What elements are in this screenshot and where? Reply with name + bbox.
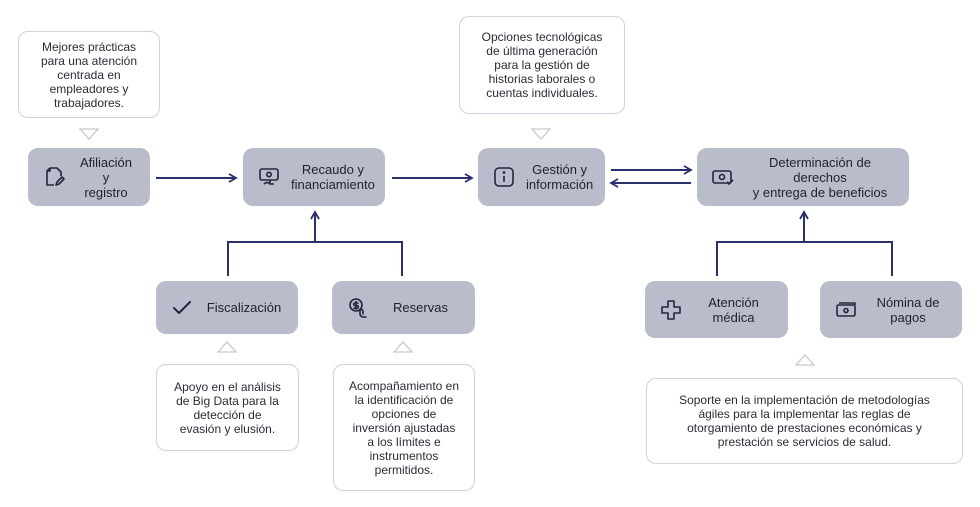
note-determinacion: Soporte en la implementación de metodolo… — [646, 378, 963, 464]
node-determinacion-derechos: Determinación de derechos y entrega de b… — [697, 148, 909, 206]
pointer-triangle-icon — [79, 128, 99, 140]
node-afiliacion-registro: Afiliación y registro — [28, 148, 150, 206]
medical-cross-icon — [659, 298, 683, 322]
bracket-left-to-recaudo — [227, 241, 403, 276]
node-fiscalizacion: Fiscalización — [156, 281, 298, 334]
node-label: Determinación de derechos y entrega de b… — [752, 154, 888, 200]
note-fiscalizacion: Apoyo en el análisis de Big Data para la… — [156, 364, 299, 451]
document-edit-icon — [42, 165, 66, 189]
info-icon — [492, 165, 516, 189]
pointer-triangle-icon — [393, 341, 413, 353]
node-label: Nómina de pagos — [876, 294, 940, 325]
node-label: Gestión y información — [526, 162, 594, 192]
note-afiliacion: Mejores prácticas para una atención cent… — [18, 31, 160, 118]
node-nomina-pagos: Nómina de pagos — [820, 281, 962, 338]
node-label: Recaudo y financiamiento — [291, 162, 375, 192]
pointer-triangle-icon — [531, 128, 551, 140]
node-label: Afiliación y registro — [79, 154, 133, 200]
coin-hand-icon — [346, 296, 370, 320]
node-recaudo-financiamiento: Recaudo y financiamiento — [243, 148, 385, 206]
pointer-triangle-icon — [795, 354, 815, 366]
checkmark-icon — [170, 296, 194, 320]
node-gestion-informacion: Gestión y información — [478, 148, 605, 206]
money-hand-icon — [257, 165, 281, 189]
cash-check-icon — [711, 165, 735, 189]
node-label: Reservas — [393, 300, 448, 315]
note-gestion: Opciones tecnológicas de última generaci… — [459, 16, 625, 114]
note-reservas: Acompañamiento en la identificación de o… — [333, 364, 475, 491]
node-label: Atención médica — [708, 294, 759, 325]
banknote-icon — [834, 298, 858, 322]
node-label: Fiscalización — [206, 300, 282, 315]
bracket-right-to-determinacion — [716, 241, 893, 276]
pointer-triangle-icon — [217, 341, 237, 353]
node-reservas: Reservas — [332, 281, 475, 334]
node-atencion-medica: Atención médica — [645, 281, 788, 338]
